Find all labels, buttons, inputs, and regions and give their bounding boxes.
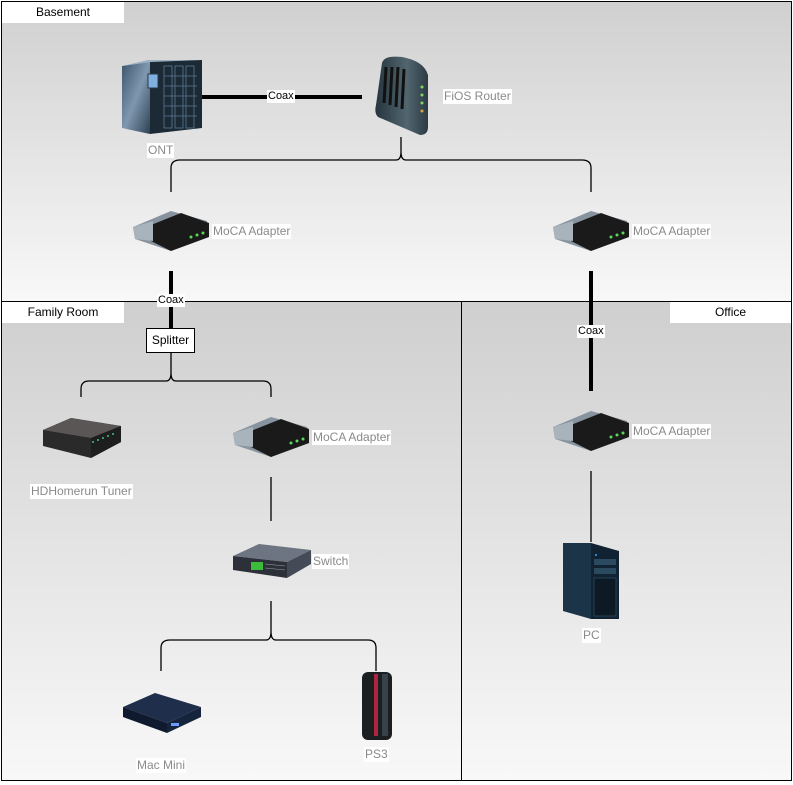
device-splitter[interactable]: Splitter [146, 328, 195, 353]
link-label-basement-family: Coax [157, 294, 185, 307]
device-moca-basement-right[interactable] [551, 207, 633, 258]
moca-adapter-icon [233, 417, 309, 457]
device-label-moca-office: MoCA Adapter [632, 424, 712, 439]
moca-adapter-icon [133, 211, 209, 251]
desktop-tower-icon [563, 543, 619, 619]
device-label-pc: PC [582, 628, 601, 643]
region-office: Office [461, 301, 792, 781]
device-label-moca-family: MoCA Adapter [312, 430, 392, 445]
device-label-moca-basement-right: MoCA Adapter [632, 224, 712, 239]
device-label-ps3: PS3 [364, 747, 389, 762]
device-moca-office[interactable] [551, 407, 633, 458]
region-label-office: Office [670, 302, 791, 323]
region-label-basement: Basement [2, 2, 124, 23]
device-pc[interactable] [561, 541, 623, 626]
device-switch[interactable] [231, 540, 313, 589]
router-icon [375, 56, 428, 135]
moca-adapter-icon [553, 211, 629, 251]
link-label-ont-router: Coax [267, 90, 295, 103]
device-label-ont: ONT [147, 143, 175, 158]
tuner-box-icon [43, 418, 121, 458]
device-label-hdhomerun: HDHomerun Tuner [30, 484, 133, 499]
device-moca-family[interactable] [231, 413, 313, 464]
device-label-moca-basement-left: MoCA Adapter [212, 224, 292, 239]
device-ont[interactable] [120, 58, 202, 141]
device-moca-basement-left[interactable] [131, 207, 213, 258]
game-console-icon [362, 672, 392, 740]
link-label-basement-office: Coax [577, 325, 605, 338]
mac-mini-icon [123, 693, 201, 733]
server-rack-icon [122, 60, 202, 134]
device-fios-router[interactable] [372, 55, 430, 142]
device-label-switch: Switch [312, 554, 350, 569]
device-label-mac-mini: Mac Mini [136, 758, 187, 773]
device-mac-mini[interactable] [121, 689, 203, 740]
network-switch-icon [233, 544, 311, 578]
device-ps3[interactable] [360, 670, 394, 747]
region-basement: Basement [1, 1, 792, 302]
region-label-family-room: Family Room [2, 302, 124, 323]
device-hdhomerun[interactable] [41, 414, 123, 465]
moca-adapter-icon [553, 411, 629, 451]
device-label-fios-router: FiOS Router [443, 89, 512, 104]
